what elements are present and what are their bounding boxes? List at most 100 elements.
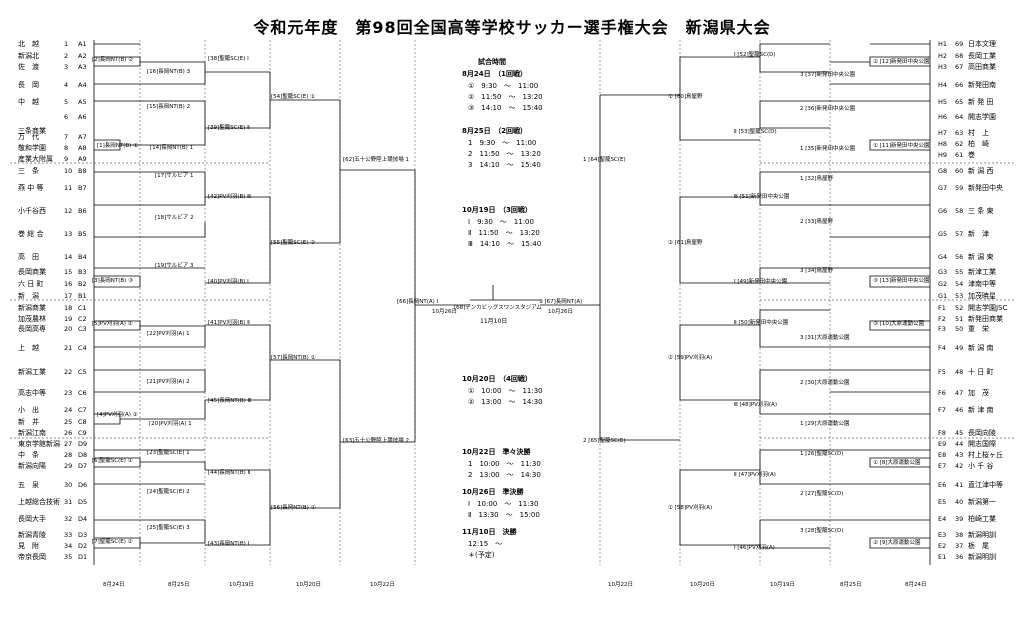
match-label: [20]PV刈羽(A) 1 bbox=[149, 421, 192, 427]
match-label: [44]長岡NT(B) Ⅱ bbox=[208, 470, 251, 476]
schedule-line: ① 9:30 ～ 11:00 bbox=[468, 82, 539, 90]
match-label: 2 [30]大原運動公園 bbox=[800, 380, 850, 386]
schedule-heading: 10月20日 （4回戦） bbox=[462, 375, 532, 383]
round-date: 10月19日 bbox=[229, 582, 254, 588]
match-label: 3 [28]聖籠SC(D) bbox=[800, 528, 844, 534]
team-number: 46 bbox=[955, 406, 964, 414]
team-name: 五 泉 bbox=[18, 481, 39, 489]
team-number: 67 bbox=[955, 63, 964, 71]
team-number: 31 bbox=[64, 498, 73, 506]
team-slot: D8 bbox=[78, 451, 88, 459]
match-label: ③ [10]大原運動公園 bbox=[873, 321, 924, 327]
team-name: 新潟第一 bbox=[968, 498, 996, 506]
round-date: 8月24日 bbox=[103, 582, 125, 588]
team-number: 39 bbox=[955, 515, 964, 523]
team-name: 六 日 町 bbox=[18, 280, 44, 288]
team-name: 長岡向陵 bbox=[968, 429, 996, 437]
match-label: [19]サルビア 3 bbox=[155, 263, 194, 269]
team-number: 22 bbox=[64, 368, 73, 376]
team-number: 57 bbox=[955, 230, 964, 238]
match-label: [21]PV刈羽(A) 2 bbox=[147, 379, 190, 385]
team-name: 中 条 bbox=[18, 451, 39, 459]
team-slot: E4 bbox=[938, 515, 947, 523]
team-number: 3 bbox=[64, 63, 69, 71]
team-slot: G8 bbox=[938, 167, 948, 175]
match-label: ① [60]鳥屋野 bbox=[668, 94, 703, 100]
match-label: Ⅰ [46]PV刈羽(A) bbox=[734, 545, 775, 551]
schedule-line: Ⅱ 13:30 ～ 15:00 bbox=[468, 511, 540, 519]
team-name: 長岡大手 bbox=[18, 515, 46, 523]
schedule-heading: 試合時間 bbox=[478, 58, 506, 66]
team-slot: D6 bbox=[78, 481, 88, 489]
team-name: 栃 尾 bbox=[968, 542, 989, 550]
match-label: [63]五十公野陸上競技場 2 bbox=[343, 438, 410, 444]
team-number: 52 bbox=[955, 304, 964, 312]
round-date: 8月24日 bbox=[905, 582, 927, 588]
team-name: 新潟商業 bbox=[18, 304, 46, 312]
team-number: 23 bbox=[64, 389, 73, 397]
match-label: ② [61]鳥屋野 bbox=[668, 240, 703, 246]
match-label: Ⅱ [47]PV刈羽(A) bbox=[734, 472, 776, 478]
team-number: 17 bbox=[64, 292, 73, 300]
match-label: [18]サルビア 2 bbox=[155, 215, 194, 221]
team-number: 61 bbox=[955, 151, 964, 159]
schedule-line: 2 13:00 ～ 14:30 bbox=[468, 471, 541, 479]
team-slot: G5 bbox=[938, 230, 948, 238]
match-label: [22]PV刈羽(A) 1 bbox=[147, 331, 190, 337]
team-name: 開志学園 bbox=[968, 113, 996, 121]
team-number: 32 bbox=[64, 515, 73, 523]
team-number: 36 bbox=[955, 553, 964, 561]
team-name: 村 上 bbox=[968, 129, 989, 137]
team-slot: A7 bbox=[78, 133, 87, 141]
team-name: 巻 総 合 bbox=[18, 230, 44, 238]
team-slot: H9 bbox=[938, 151, 948, 159]
team-slot: B3 bbox=[78, 268, 87, 276]
team-number: 60 bbox=[955, 167, 964, 175]
schedule-heading: 10月19日 （3回戦） bbox=[462, 206, 532, 214]
team-number: 35 bbox=[64, 553, 73, 561]
team-number: 41 bbox=[955, 481, 964, 489]
team-slot: H1 bbox=[938, 40, 948, 48]
team-number: 11 bbox=[64, 184, 73, 192]
match-label: 1 [26]聖籠SC(D) bbox=[800, 451, 844, 457]
team-number: 68 bbox=[955, 52, 964, 60]
match-label: [62]五十公野陸上競技場 1 bbox=[343, 157, 410, 163]
team-name: 村上桜ヶ丘 bbox=[968, 451, 1003, 459]
match-label: 1 [32]鳥屋野 bbox=[800, 176, 834, 182]
team-slot: C1 bbox=[78, 304, 87, 312]
team-name: 新潟工業 bbox=[18, 368, 46, 376]
schedule-line: ③ 14:10 ～ 15:40 bbox=[468, 104, 543, 112]
team-slot: C3 bbox=[78, 325, 87, 333]
team-slot: D2 bbox=[78, 542, 88, 550]
team-number: 49 bbox=[955, 344, 964, 352]
match-label: 2 [27]聖籠SC(D) bbox=[800, 491, 844, 497]
team-name: 新 津 bbox=[968, 230, 989, 238]
team-name: 巻 bbox=[968, 151, 975, 159]
team-number: 47 bbox=[955, 389, 964, 397]
team-slot: D7 bbox=[78, 462, 88, 470]
team-slot: F7 bbox=[938, 406, 946, 414]
page-title: 令和元年度 第98回全国高等学校サッカー選手権大会 新潟県大会 bbox=[253, 18, 771, 37]
team-slot: D1 bbox=[78, 553, 88, 561]
team-name: 新発田南 bbox=[968, 81, 996, 89]
team-slot: G4 bbox=[938, 253, 948, 261]
team-number: 40 bbox=[955, 498, 964, 506]
team-number: 28 bbox=[64, 451, 73, 459]
team-slot: H4 bbox=[938, 81, 948, 89]
right-semifinal-date: 10月26日 bbox=[548, 309, 573, 315]
team-slot: H8 bbox=[938, 140, 948, 148]
right-semifinal-label: Ⅱ [67]長岡NT(A) bbox=[540, 299, 583, 305]
team-name: 中 越 bbox=[18, 98, 39, 106]
team-number: 45 bbox=[955, 429, 964, 437]
team-name: 燕 中 等 bbox=[18, 184, 44, 192]
match-label: [25]聖籠SC(E) 3 bbox=[147, 525, 190, 531]
schedule-line: ② 11:50 ～ 13:20 bbox=[468, 93, 543, 101]
team-name: 長岡工業 bbox=[968, 52, 996, 60]
team-name: 新 潟 西 bbox=[968, 167, 994, 175]
team-slot: F4 bbox=[938, 344, 946, 352]
match-label: [3]長岡NT(B) ③ bbox=[92, 278, 134, 284]
team-number: 5 bbox=[64, 98, 69, 106]
schedule-heading: 11月10日 決勝 bbox=[462, 528, 517, 536]
team-number: 6 bbox=[64, 113, 69, 121]
team-slot: D9 bbox=[78, 440, 88, 448]
